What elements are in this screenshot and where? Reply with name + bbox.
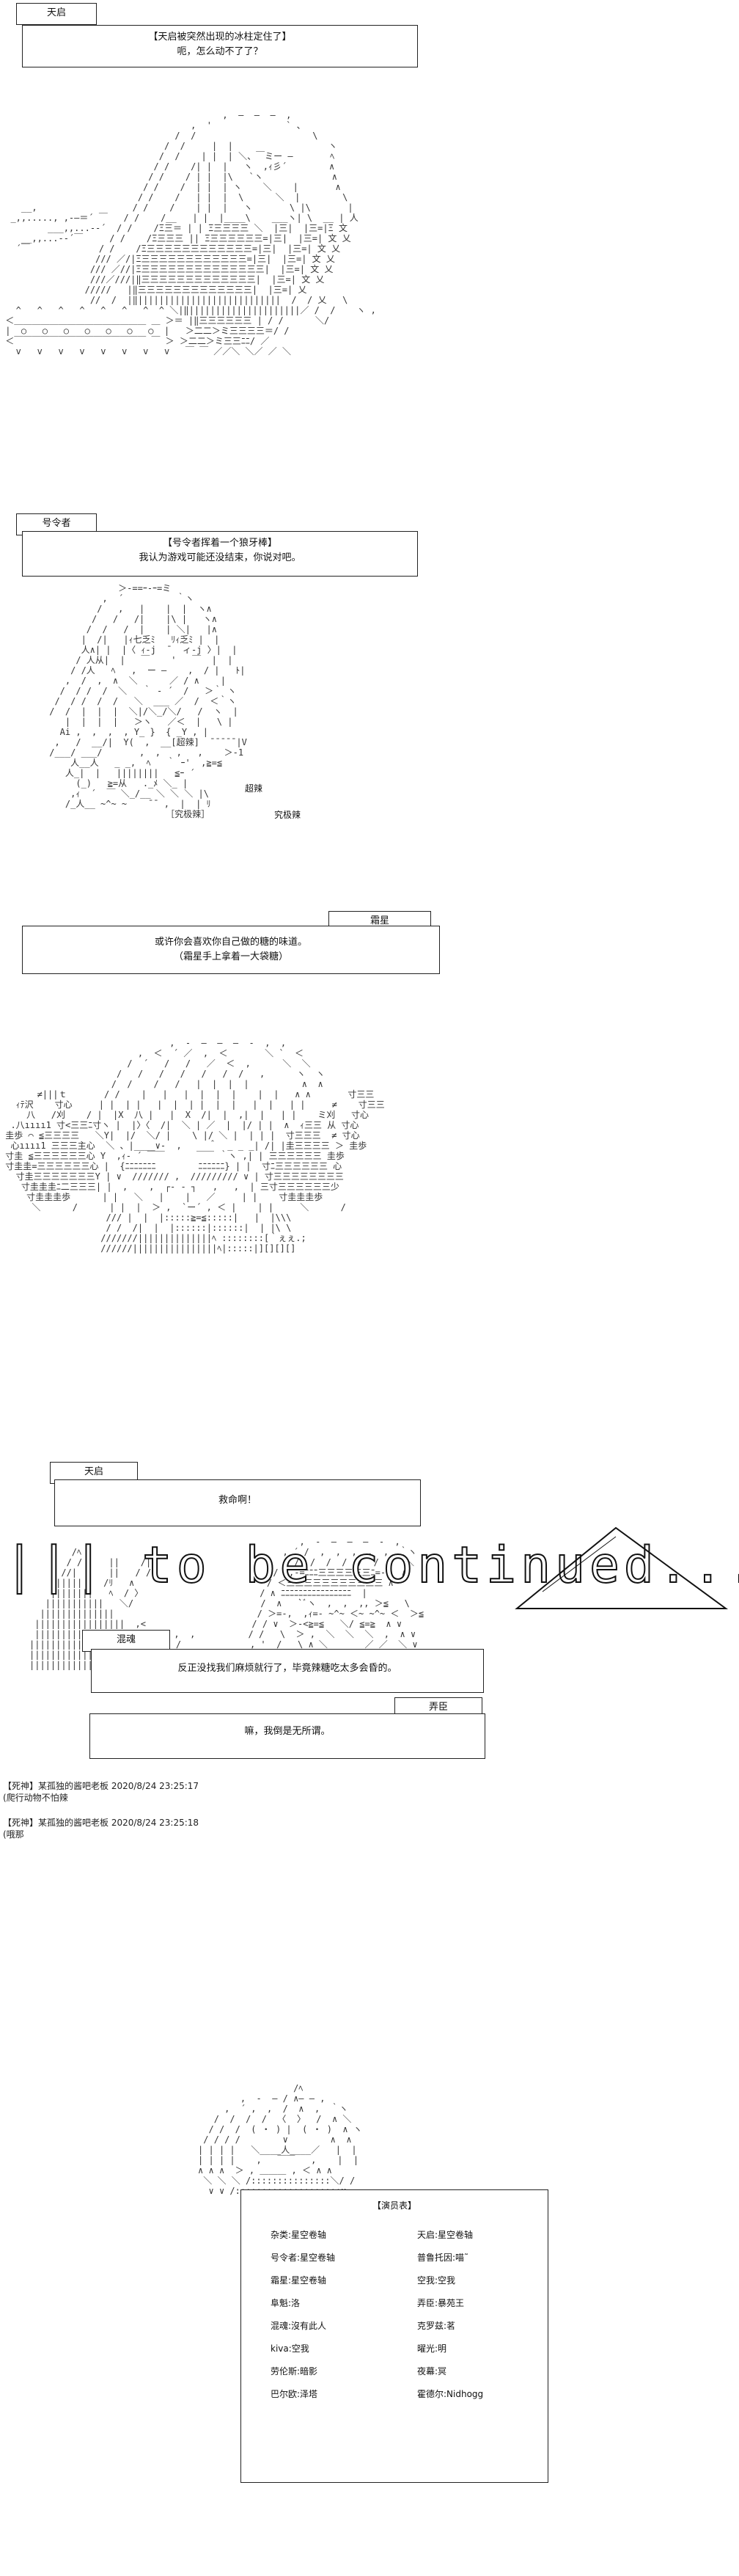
speaker-name-tianqi: 天启 <box>16 3 97 25</box>
cast-entry: 混魂:沒有此人 <box>271 2321 327 2331</box>
cast-column-right: 天启:星空卷轴 普鲁托因:喵˜ 空我:空我 弄臣:暴苑王 克罗兹:茗 曜光:明 … <box>417 2224 483 2406</box>
candy-label-super-spicy: 超辣 <box>245 782 263 794</box>
post-header: 【死神】某孤独的酱吧老板 2020/8/24 23:25:17 <box>3 1781 199 1791</box>
cast-entry: 杂类:星空卷轴 <box>271 2230 327 2240</box>
ascii-art-frozen-character: , ― ― ― , , ' ` 、 / / \ / / | | ヽ <box>5 110 376 356</box>
dialogue-line: 反正没找我们麻烦就行了，毕竟辣糖吃太多会昏的。 <box>177 1663 397 1674</box>
cast-entry: 劳伦斯:暗影 <box>271 2366 318 2376</box>
cast-title: 【演员表】 <box>372 2200 416 2211</box>
dialogue-box-3: 或许你会喜欢你自己做的糖的味道。 （霜星手上拿着一大袋糖） <box>22 926 440 974</box>
cast-entry: 曜光:明 <box>417 2343 447 2354</box>
dialogue-box-1: 【天启被突然出现的冰柱定住了】 呃，怎么动不了了？ <box>22 25 418 67</box>
dialogue-line: 【天启被突然出现的冰柱定住了】 <box>148 32 292 43</box>
dialogue-box-6: 嘛，我倒是无所谓。 <box>89 1713 485 1759</box>
cast-entry: 夜幕:冥 <box>417 2366 447 2376</box>
cast-entry: 克罗兹:茗 <box>417 2321 456 2331</box>
dialogue-line: 【号令者挥着一个狼牙棒】 <box>162 538 277 549</box>
cast-entry: 巴尔欧:泽塔 <box>271 2389 318 2399</box>
post-body: (爬行动物不怕辣 <box>3 1793 68 1803</box>
ascii-art-closing-scene: /ﾍ , - ― / ∧― ― , , ´ , , / ∧ , ｀ヽ / / /… <box>198 2083 362 2196</box>
dialogue-box-2: 【号令者挥着一个狼牙棒】 我认为游戏可能还没结束，你说对吧。 <box>22 531 418 577</box>
cast-entry: 空我:空我 <box>417 2275 456 2286</box>
cast-entry: 弄臣:暴苑王 <box>417 2298 465 2308</box>
dialogue-line: 我认为游戏可能还没结束，你说对吧。 <box>139 552 301 563</box>
candy-label-ultimate-spicy: 究极辣 <box>274 808 301 821</box>
cast-entry: 普鲁托因:喵˜ <box>417 2253 469 2263</box>
ascii-art-panicked-character: , - ― ― ― - , , , ＜ ´ ／ , ＜ ＼ ` ＜ / ´ / … <box>5 1038 385 1254</box>
dialogue-line: 嘛，我倒是无所谓。 <box>244 1726 331 1737</box>
post-body: (哦那 <box>3 1829 24 1840</box>
dialogue-box-5: 反正没找我们麻烦就行了，毕竟辣糖吃太多会昏的。 <box>91 1649 484 1693</box>
cast-entry: 霍德尔:Nidhogg <box>417 2389 484 2399</box>
dialogue-line: 呃，怎么动不了了？ <box>177 46 263 57</box>
cast-entry: kiva:空我 <box>271 2343 309 2354</box>
cast-entry: 天启:星空卷轴 <box>417 2230 474 2240</box>
post-header: 【死神】某孤独的酱吧老板 2020/8/24 23:25:18 <box>3 1818 199 1828</box>
cast-column-left: 杂类:星空卷轴 号令者:星空卷轴 霜星:星空卷轴 阜魁:洛 混魂:沒有此人 ki… <box>271 2224 335 2406</box>
to-be-continued-banner: ||| to be continued... <box>4 1522 739 1610</box>
dialogue-line: 救命啊！ <box>218 1495 257 1506</box>
ascii-art-club-wielder: ＞-==ｰ-ｰ=ミ , ´ ｀ヽ / , | | | ヽ∧ / / /| |\ … <box>49 583 247 819</box>
cast-entry: 号令者:星空卷轴 <box>271 2253 336 2263</box>
cast-entry: 阜魁:洛 <box>271 2298 301 2308</box>
cast-entry: 霜星:星空卷轴 <box>271 2275 327 2286</box>
dialogue-line: （霜星手上拿着一大袋糖） <box>173 951 288 962</box>
dialogue-box-4: 救命啊！ <box>54 1479 421 1526</box>
to-be-continued-text: ||| to be continued... <box>4 1536 739 1595</box>
dialogue-line: 或许你会喜欢你自己做的糖的味道。 <box>154 937 307 948</box>
cast-list-panel: 【演员表】 杂类:星空卷轴 号令者:星空卷轴 霜星:星空卷轴 阜魁:洛 混魂:沒… <box>240 2189 548 2483</box>
arrow-icon <box>515 1526 729 1609</box>
